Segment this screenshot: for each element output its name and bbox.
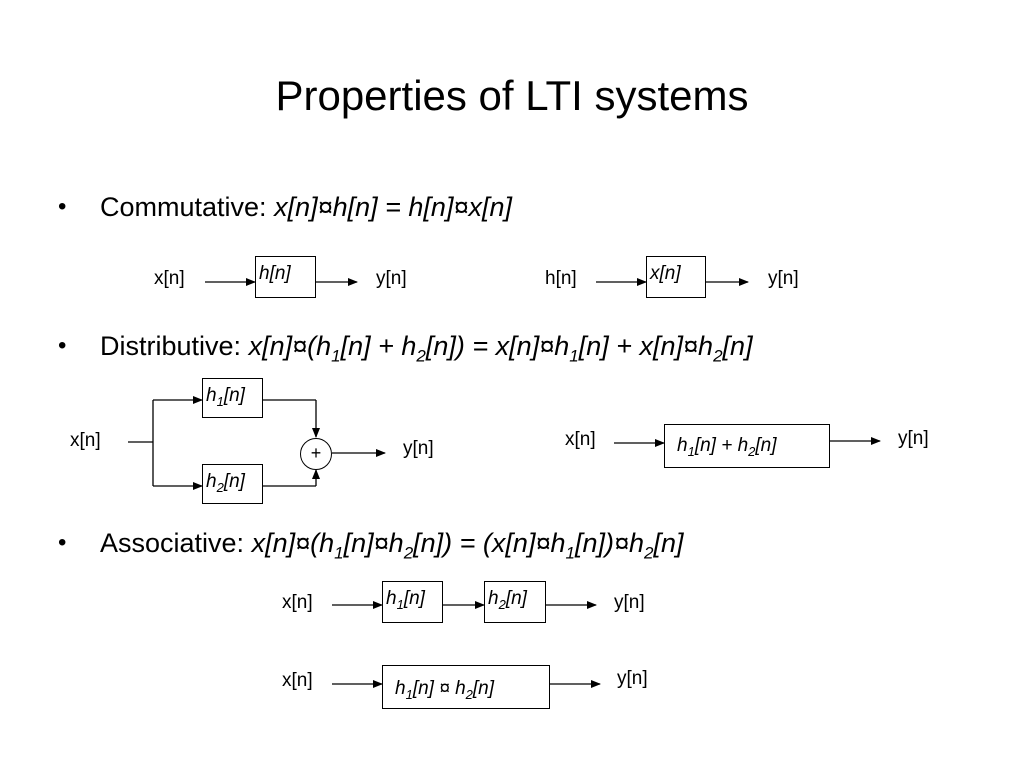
bullet-equation: x[n]¤(h1[n]¤h2[n]) = (x[n]¤h1[n])¤h2[n]	[251, 528, 684, 563]
signal-label: x[n]	[154, 268, 185, 289]
system-block: h1[n] + h2[n]	[664, 424, 830, 468]
signal-label: x[n]	[70, 430, 101, 451]
signal-label: y[n]	[614, 592, 645, 613]
signal-label: x[n]	[282, 592, 313, 613]
bullet-label: Associative:	[100, 528, 245, 558]
signal-label: h[n]	[545, 268, 577, 289]
system-block: h1[n] ¤ h2[n]	[382, 665, 550, 709]
system-block: h2[n]	[202, 464, 263, 504]
bullet-dot: •	[58, 332, 67, 359]
bullet-label: Commutative:	[100, 192, 267, 222]
signal-label: y[n]	[617, 668, 648, 689]
signal-label: x[n]	[282, 670, 313, 691]
bullet-equation: x[n]¤h[n] = h[n]¤x[n]	[274, 192, 512, 222]
system-block: h1[n]	[382, 581, 443, 623]
bullet-label: Distributive:	[100, 331, 242, 361]
adder: +	[300, 438, 332, 470]
system-block: h2[n]	[484, 581, 546, 623]
system-block: x[n]	[646, 256, 706, 298]
signal-label: y[n]	[376, 268, 407, 289]
system-block: h1[n]	[202, 378, 263, 418]
signal-label: y[n]	[768, 268, 799, 289]
slide-title: Properties of LTI systems	[275, 72, 749, 119]
signal-label: y[n]	[898, 428, 929, 449]
bullet-equation: x[n]¤(h1[n] + h2[n]) = x[n]¤h1[n] + x[n]…	[248, 331, 753, 366]
signal-label: y[n]	[403, 438, 434, 459]
signal-label: x[n]	[565, 429, 596, 450]
bullet-dot: •	[58, 193, 67, 220]
bullet-dot: •	[58, 529, 67, 556]
system-block: h[n]	[255, 256, 316, 298]
